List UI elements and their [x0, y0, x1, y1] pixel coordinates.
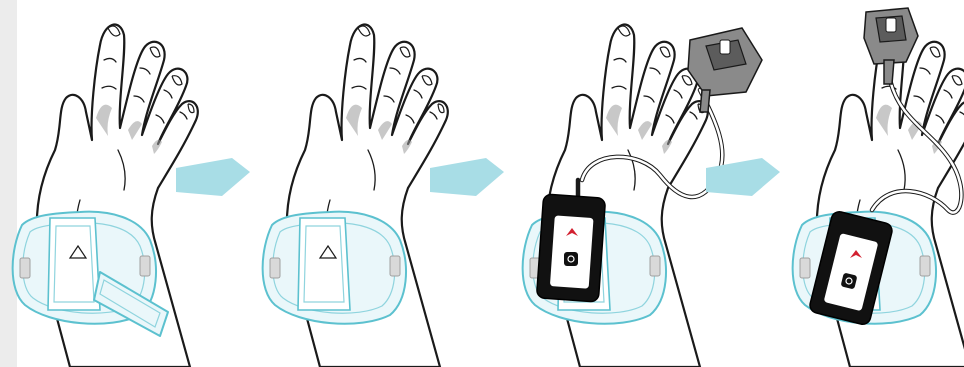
finger-sensor	[863, 7, 919, 85]
triangle-marker-icon	[318, 244, 338, 259]
panel-step-3	[521, 23, 763, 367]
step-arrow	[430, 158, 504, 196]
panel-step-1	[11, 23, 199, 367]
step-arrow	[176, 158, 250, 196]
finger-sensor	[687, 27, 763, 113]
logo-star-icon	[850, 250, 862, 258]
panel-step-2	[261, 23, 449, 367]
wrist-strap	[261, 210, 407, 325]
triangle-marker-icon	[68, 244, 88, 259]
panel-step-4	[791, 7, 964, 367]
step-arrow	[706, 158, 780, 196]
power-button-icon	[841, 273, 857, 289]
monitor-device	[536, 177, 606, 303]
logo-star-icon	[566, 228, 578, 236]
power-button-icon	[564, 252, 578, 266]
strap-flap	[93, 271, 169, 337]
monitor-device	[809, 210, 893, 326]
